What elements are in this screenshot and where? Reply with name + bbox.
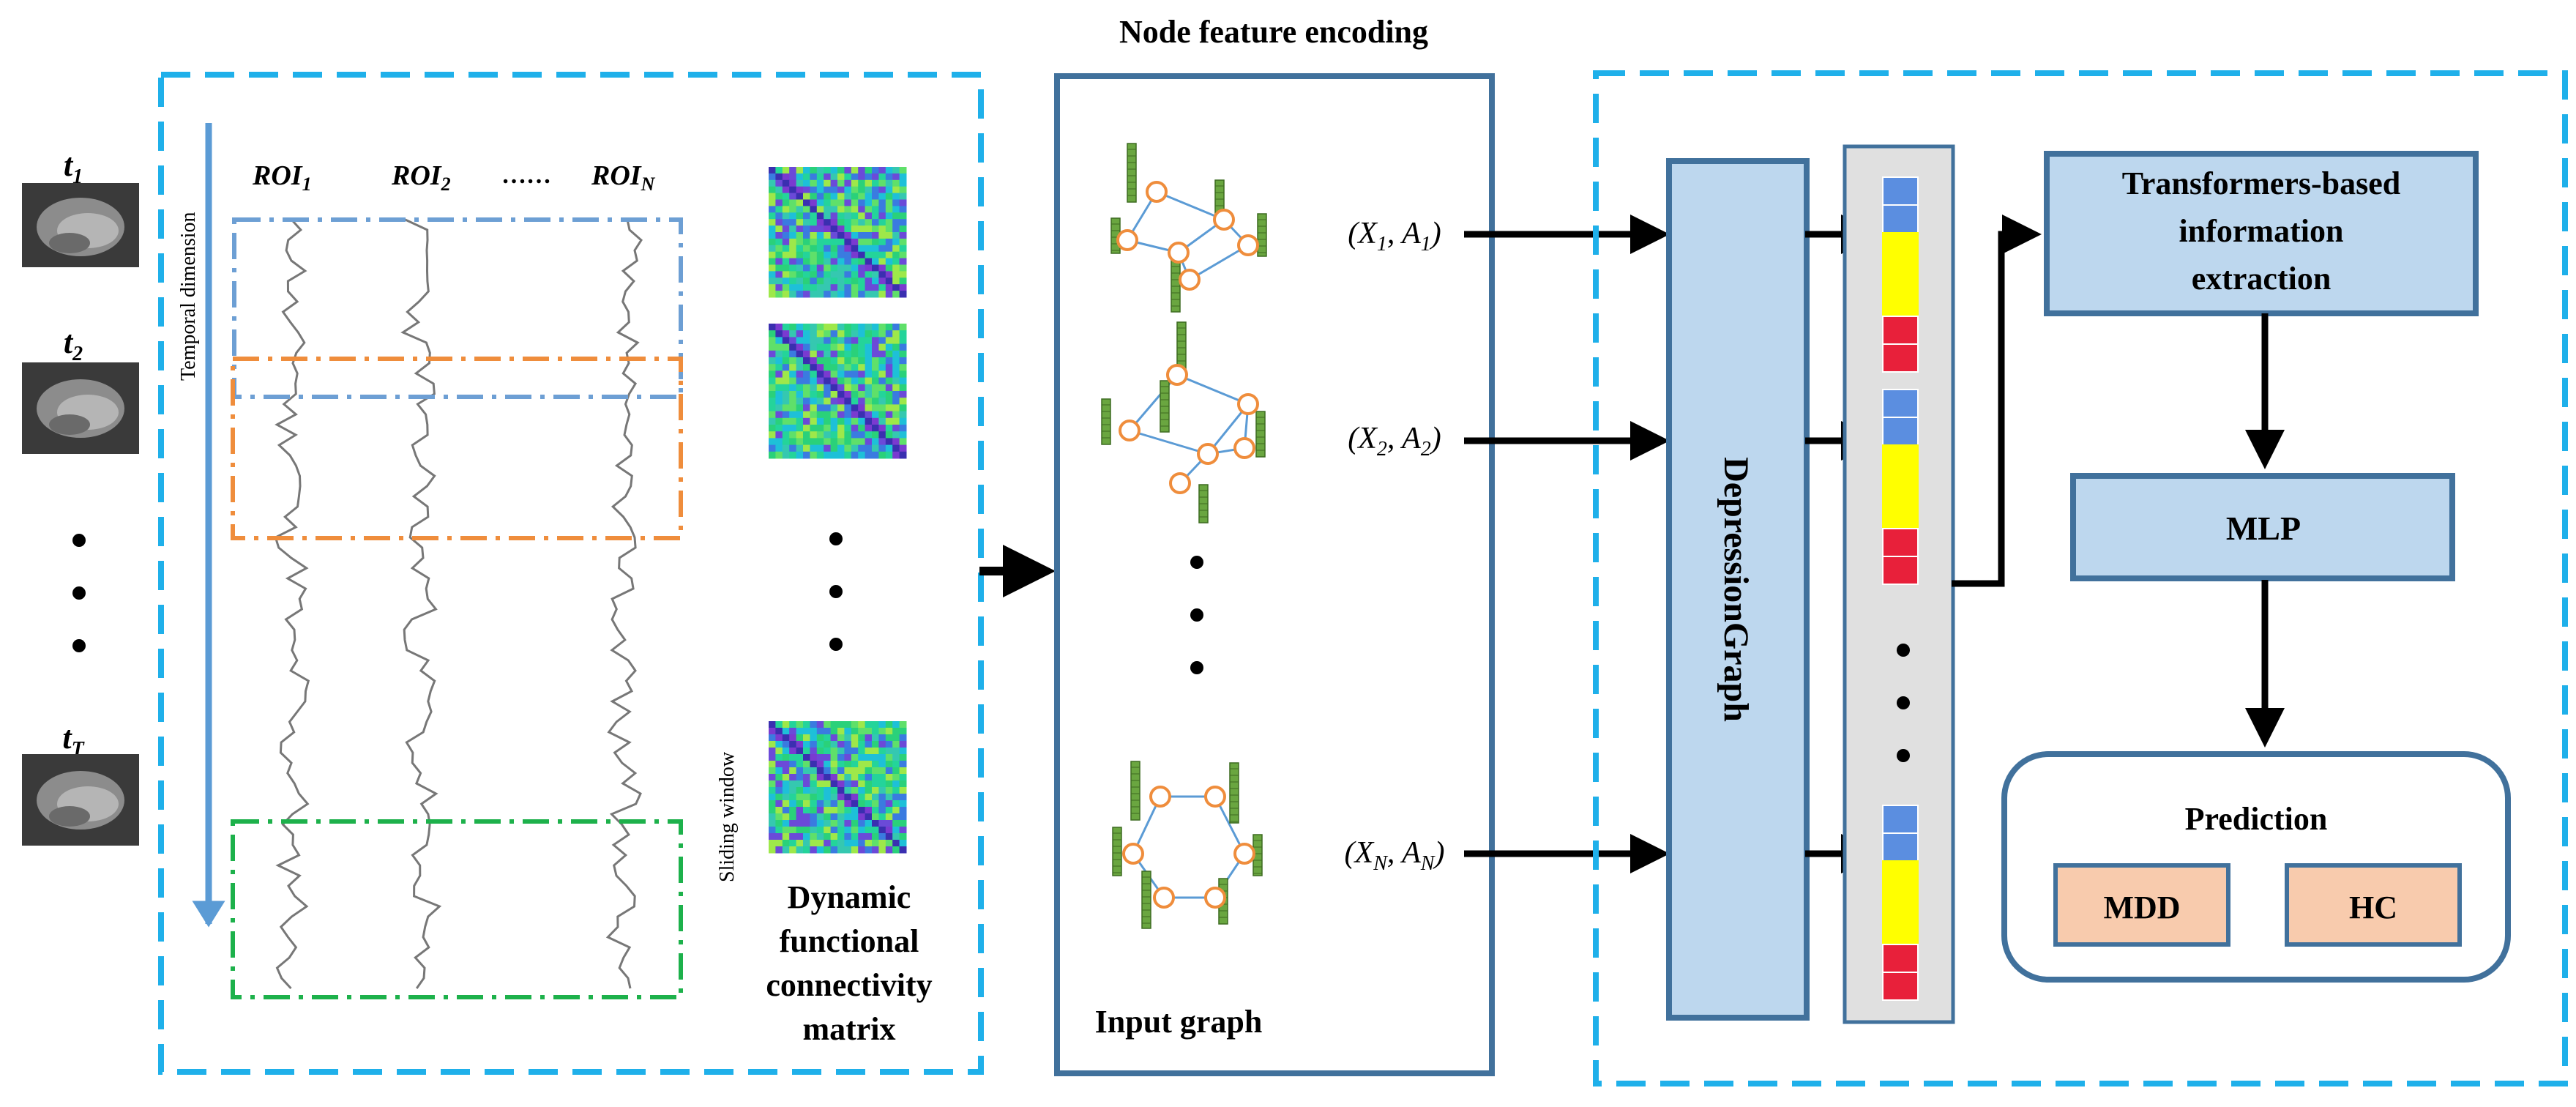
ellipsis-dot — [1190, 556, 1203, 569]
brain-scan-column: t1 t2 tT — [22, 147, 139, 846]
connectivity-matrix — [769, 324, 907, 459]
model-region-border — [1593, 70, 2568, 1086]
prediction-title: Prediction — [2185, 801, 2328, 837]
svg-text:ROIN: ROIN — [591, 160, 656, 195]
roi-signal-2 — [400, 218, 442, 989]
graph-sample — [1110, 143, 1267, 313]
svg-text:ROI1: ROI1 — [252, 160, 312, 195]
sliding-window-green — [231, 819, 683, 999]
svg-text:matrix: matrix — [802, 1011, 895, 1047]
svg-text:information: information — [2179, 213, 2344, 249]
brain-scan-image — [22, 362, 139, 454]
brain-scan-image — [22, 183, 139, 267]
roi-signal-n — [605, 219, 643, 989]
svg-text:t1: t1 — [64, 147, 83, 188]
svg-text:Dynamic: Dynamic — [788, 879, 911, 915]
svg-text:Transformers-based: Transformers-based — [2122, 165, 2400, 201]
ellipsis-dot — [829, 585, 843, 598]
roi-label-n: ROIN — [591, 160, 656, 195]
roi-ellipsis: …… — [501, 162, 551, 189]
sliding-window-blue — [232, 217, 683, 399]
roi-label-2: ROI2 — [391, 160, 451, 195]
node-embedding-stack — [1882, 176, 1919, 373]
graph-tuple-n: (XN, AN) — [1345, 836, 1445, 875]
svg-text:functional: functional — [780, 923, 919, 959]
svg-text:extraction: extraction — [2192, 261, 2332, 297]
svg-text:(X2, A2): (X2, A2) — [1348, 422, 1441, 461]
roi-label-1: ROI1 — [252, 160, 312, 195]
graph-sample — [1101, 321, 1266, 523]
node-feature-encoding-title: Node feature encoding — [1119, 14, 1428, 50]
roi-signal-1 — [274, 218, 310, 990]
ellipsis-dot — [829, 532, 843, 545]
svg-text:(X1, A1): (X1, A1) — [1348, 217, 1441, 256]
class-box-mdd — [2053, 863, 2230, 947]
ellipsis-dot — [72, 586, 86, 600]
svg-text:(XN, AN): (XN, AN) — [1345, 836, 1445, 875]
mlp-label: MLP — [2226, 510, 2301, 547]
time-label-t2: t2 — [64, 324, 83, 365]
sliding-window-orange — [231, 357, 683, 540]
graph-sample — [1112, 761, 1263, 929]
time-label-t1: t1 — [64, 147, 83, 188]
graph-tuple-1: (X1, A1) — [1348, 217, 1441, 256]
temporal-dimension-label: Temporal dimension — [177, 212, 200, 381]
brain-scan-image — [22, 754, 139, 846]
arrow-to-transformer — [1952, 215, 2042, 587]
sliding-window-label: Sliding window — [716, 751, 739, 882]
graph-tuple-2: (X2, A2) — [1348, 422, 1441, 461]
class-box-hc — [2285, 863, 2462, 947]
class-label-hc: HC — [2349, 890, 2397, 925]
ellipsis-dot — [829, 638, 843, 651]
ellipsis-dot — [1897, 696, 1910, 709]
transformer-label: Transformers-based information extractio… — [2122, 165, 2400, 297]
connectivity-matrix — [769, 721, 907, 854]
ellipsis-dot — [1190, 608, 1203, 622]
ellipsis-dot — [1190, 661, 1203, 674]
class-label-mdd: MDD — [2103, 890, 2180, 925]
ellipsis-dot — [1897, 644, 1910, 657]
svg-text:ROI2: ROI2 — [391, 160, 451, 195]
depressiongraph-box — [1666, 158, 1810, 1021]
depressiongraph-label: DepressionGraph — [1717, 457, 1755, 722]
transformer-box — [2044, 151, 2479, 316]
mlp-box — [2070, 473, 2455, 581]
ellipsis-dot — [1897, 749, 1910, 762]
svg-text:connectivity: connectivity — [766, 967, 932, 1003]
ellipsis-dot — [72, 639, 86, 652]
dfc-caption: Dynamic functional connectivity matrix — [766, 879, 932, 1047]
input-graph-box — [1054, 73, 1495, 1076]
connectivity-matrix — [769, 167, 907, 298]
node-embedding-stack — [1882, 805, 1919, 1001]
node-embedding-stack — [1882, 389, 1919, 585]
input-graph-label: Input graph — [1095, 1004, 1263, 1040]
ellipsis-dot — [72, 534, 86, 547]
svg-text:t2: t2 — [64, 324, 83, 365]
